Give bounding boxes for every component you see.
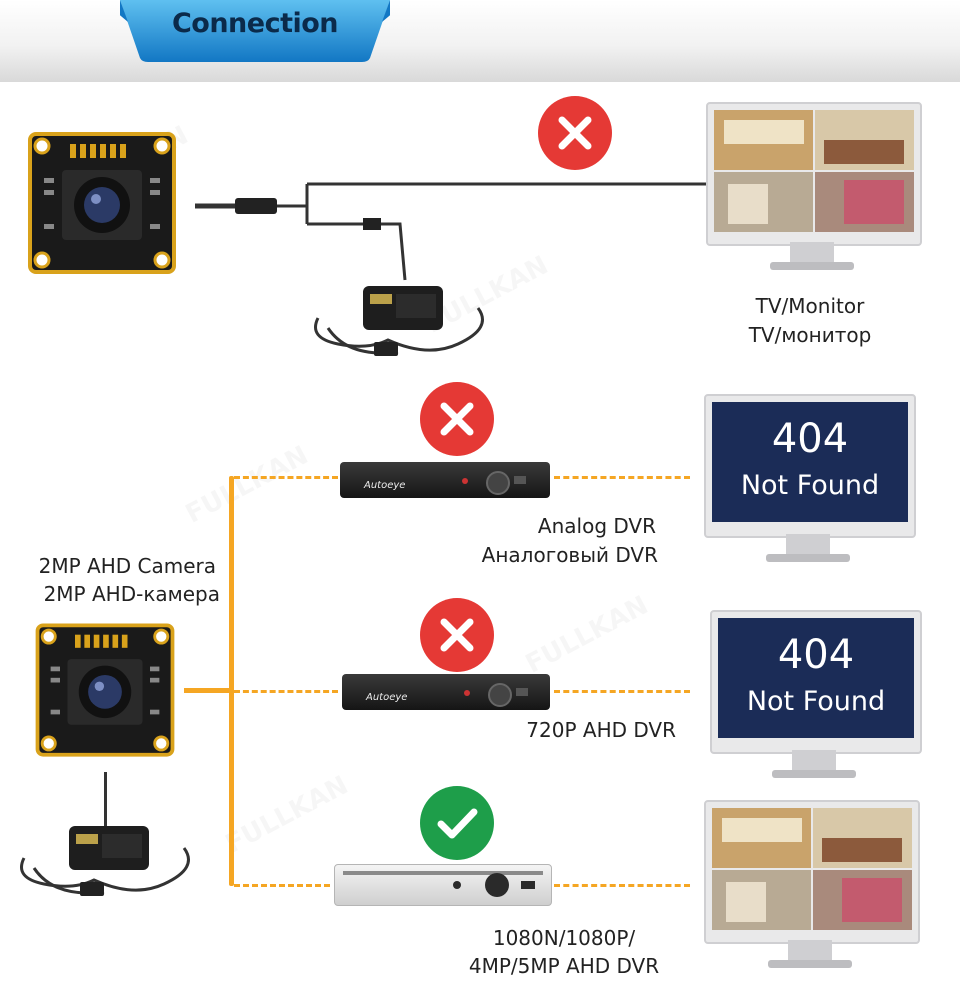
device-label-ru: TV/монитор xyxy=(748,323,872,347)
device-label-ru: Аналоговый DVR xyxy=(481,543,658,567)
device-label: Analog DVR xyxy=(537,514,656,538)
device-label-line1: 1080N/1080P/ xyxy=(492,926,636,950)
error-code: 404 xyxy=(777,632,855,678)
device-label-line2: 4MP/5MP AHD DVR xyxy=(468,954,660,978)
cctv-grid-screen xyxy=(714,110,914,232)
watermark: FULLKAN xyxy=(521,590,653,679)
wire-camera-link xyxy=(184,688,230,693)
device-label: 720P AHD DVR xyxy=(526,718,676,742)
monitor-screen: 404 Not Found xyxy=(718,618,914,738)
camera-label: 2MP AHD Camera xyxy=(38,554,216,578)
wire-branch xyxy=(234,884,330,887)
monitor-icon xyxy=(704,800,920,970)
camera-board-icon xyxy=(28,132,176,274)
monitor-screen: 404 Not Found xyxy=(712,402,908,522)
watermark: FULLKAN xyxy=(181,440,313,529)
device-label: TV/Monitor xyxy=(755,294,865,318)
error-message: Not Found xyxy=(746,686,886,717)
power-adapter-icon xyxy=(20,826,190,896)
error-message: Not Found xyxy=(740,470,880,501)
check-icon xyxy=(420,786,494,860)
wire-branch xyxy=(554,476,690,479)
power-adapter-icon xyxy=(314,286,484,356)
error-code: 404 xyxy=(771,416,849,462)
wire-branch xyxy=(554,884,690,887)
cable-icon xyxy=(195,182,715,281)
wire-branch xyxy=(234,476,338,479)
monitor-icon: 404 Not Found xyxy=(704,394,916,564)
dvr-icon: Autoeye xyxy=(340,462,550,498)
camera-label-ru: 2MP AHD-камера xyxy=(43,582,220,606)
cctv-grid-screen xyxy=(712,808,912,930)
power-wire xyxy=(104,772,107,828)
wire-branch xyxy=(234,690,338,693)
dvr-brand: Autoeye xyxy=(364,480,406,491)
header-tab xyxy=(120,0,390,62)
watermark: FULLKAN xyxy=(221,770,353,859)
dvr-brand: Autoeye xyxy=(366,692,408,703)
dvr-icon: Autoeye xyxy=(342,674,550,710)
cross-icon xyxy=(420,382,494,456)
wire-trunk xyxy=(229,476,234,886)
camera-board-icon xyxy=(35,623,175,757)
cross-icon xyxy=(420,598,494,672)
monitor-icon xyxy=(706,102,922,272)
wire-branch xyxy=(554,690,690,693)
cross-icon xyxy=(538,96,612,170)
monitor-icon: 404 Not Found xyxy=(710,610,922,780)
dvr-icon xyxy=(334,864,552,906)
page-title: Connection xyxy=(171,8,339,39)
